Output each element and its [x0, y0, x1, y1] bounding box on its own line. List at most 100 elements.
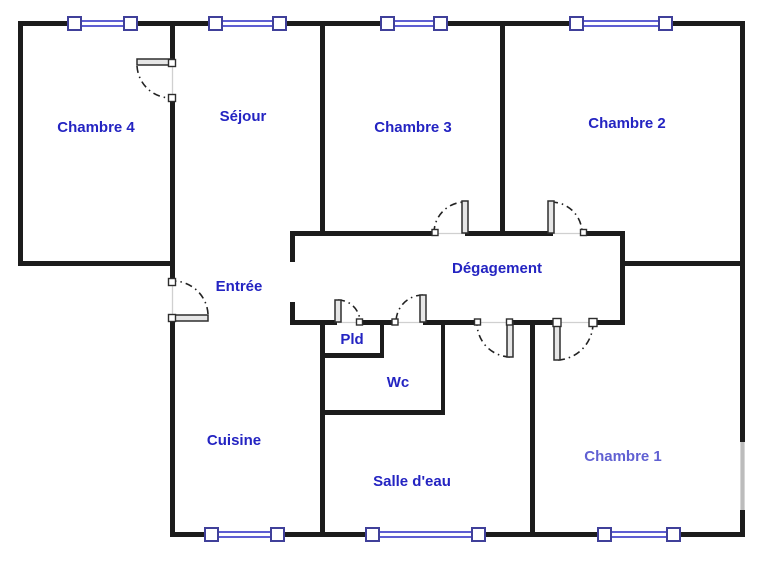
door-jamb-box: [588, 317, 598, 328]
wall-segment: [465, 231, 553, 236]
door-leaf: [171, 314, 209, 322]
door-jamb-box: [431, 228, 439, 237]
window-end-box: [67, 16, 82, 31]
window-end-box: [569, 16, 584, 31]
wall-segment: [530, 320, 535, 537]
window: [569, 15, 673, 32]
room-label-degagement: Dégagement: [452, 260, 542, 277]
door-chambre-4: [136, 58, 177, 103]
room-label-chambre-3: Chambre 3: [374, 119, 452, 136]
door-leaf: [419, 294, 427, 323]
door-leaf: [136, 58, 173, 66]
window-end-box: [272, 16, 287, 31]
room-label-cuisine: Cuisine: [207, 432, 261, 449]
window-end-box: [597, 527, 612, 542]
door-swing-arc: [476, 321, 511, 358]
wall-segment: [500, 21, 505, 236]
door-jamb-box: [552, 317, 562, 328]
door-swing-arc: [433, 201, 466, 234]
wall-segment: [423, 320, 478, 325]
door-salle-d-eau: [473, 318, 514, 358]
room-label-sejour: Séjour: [220, 108, 267, 125]
door-leaf: [547, 200, 555, 234]
wall-segment: [622, 261, 742, 266]
door-jamb-box: [579, 228, 588, 237]
door-chambre-1: [552, 317, 598, 361]
window-gap: [67, 15, 138, 32]
room-label-entree: Entrée: [216, 278, 263, 295]
room-label-chambre-4: Chambre 4: [57, 119, 135, 136]
window: [208, 15, 287, 32]
wall-segment: [380, 322, 384, 357]
window: [204, 526, 285, 543]
wall-segment: [320, 320, 325, 537]
wall-segment: [290, 231, 295, 262]
door-chambre-3: [431, 200, 469, 237]
door-jamb-box: [167, 313, 177, 323]
door-jamb-box: [473, 318, 482, 326]
wall-segment: [170, 21, 175, 62]
wall-segment: [740, 21, 745, 537]
wall-segment: [510, 320, 557, 325]
window-gap: [569, 15, 673, 32]
door-swing-arc: [550, 201, 583, 234]
wall-segment: [18, 21, 23, 266]
wall-segment: [320, 353, 384, 358]
door-entree: [167, 277, 209, 323]
window-gap: [597, 526, 681, 543]
wall-segment: [18, 261, 175, 266]
window-end-box: [204, 527, 219, 542]
wall-segment: [585, 231, 625, 236]
window-end-box: [666, 527, 681, 542]
room-label-salle-d-eau: Salle d'eau: [373, 473, 451, 490]
door-jamb-box: [505, 318, 514, 326]
window-gap: [380, 15, 448, 32]
window-end-box: [658, 16, 673, 31]
door-swing-arc: [395, 294, 424, 323]
door-leaf: [461, 200, 469, 234]
room-label-chambre-1: Chambre 1: [584, 448, 662, 465]
window-gap: [208, 15, 287, 32]
door-wc: [391, 294, 427, 326]
wall-segment: [170, 318, 175, 537]
window: [597, 526, 681, 543]
window-end-box: [123, 16, 138, 31]
window-end-box: [208, 16, 223, 31]
door-swing-arc: [136, 65, 172, 99]
door-jamb-box: [391, 318, 399, 326]
door-pld: [334, 299, 364, 326]
wall-segment: [290, 302, 295, 325]
door-swing-arc: [557, 322, 594, 361]
door-jamb-box: [167, 277, 177, 287]
window: [380, 15, 448, 32]
wall-segment: [170, 98, 175, 282]
window-end-box: [380, 16, 395, 31]
wall-segment: [290, 320, 337, 325]
window-gap: [365, 526, 486, 543]
wall-segment: [441, 322, 445, 414]
wall-segment: [320, 21, 325, 235]
window-end-box: [365, 527, 380, 542]
wall-segment: [290, 231, 435, 236]
door-leaf: [553, 321, 561, 361]
door-jamb-box: [355, 318, 364, 326]
door-jamb-box: [167, 93, 177, 103]
door-leaf: [334, 299, 342, 323]
wall-segment: [362, 320, 395, 325]
faded-wall-line: [741, 442, 744, 510]
room-label-pld: Pld: [340, 331, 363, 348]
wall-segment: [320, 410, 445, 415]
room-label-chambre-2: Chambre 2: [588, 115, 666, 132]
window-end-box: [471, 527, 486, 542]
room-label-wc: Wc: [387, 374, 410, 391]
door-swing-arc: [172, 280, 209, 315]
window-gap: [204, 526, 285, 543]
window: [365, 526, 486, 543]
window-end-box: [433, 16, 448, 31]
door-jamb-box: [167, 58, 177, 68]
window: [67, 15, 138, 32]
door-chambre-2: [547, 200, 588, 237]
wall-segment: [620, 231, 625, 325]
